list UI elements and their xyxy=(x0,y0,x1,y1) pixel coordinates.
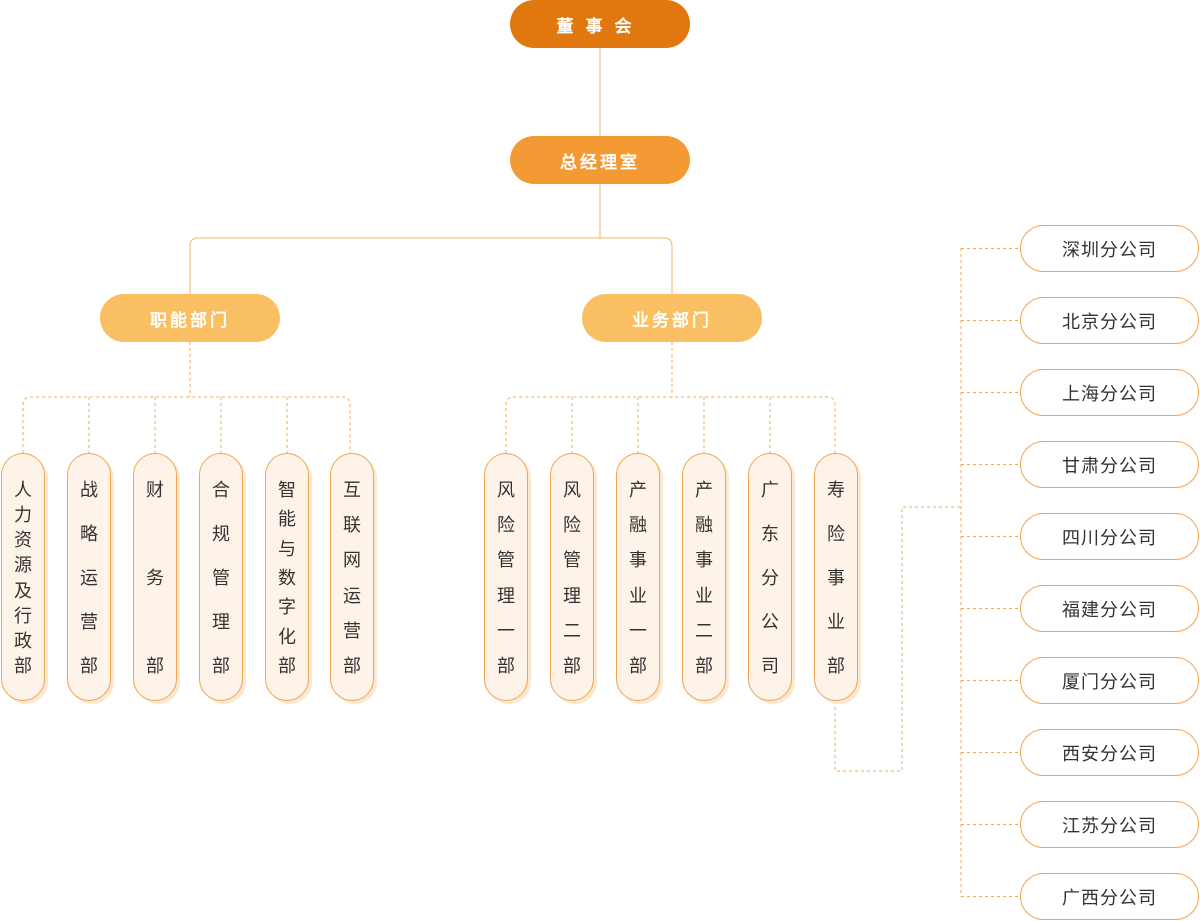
department-label: 风险管理一部 xyxy=(497,480,515,677)
functional-departments-node: 职能部门 xyxy=(100,294,280,342)
business-department-box: 风险管理一部 xyxy=(484,453,528,701)
branch-office-node: 北京分公司 xyxy=(1020,297,1199,344)
branch-office-node: 福建分公司 xyxy=(1020,585,1199,632)
department-label: 产融事业一部 xyxy=(629,480,647,677)
branch-office-node: 深圳分公司 xyxy=(1020,225,1199,272)
functional-department-box: 财务部 xyxy=(133,453,177,701)
branch-office-node: 甘肃分公司 xyxy=(1020,441,1199,488)
functional-department-box: 人力资源及行政部 xyxy=(1,453,45,701)
functional-department-box: 智能与数字化部 xyxy=(265,453,309,701)
business-department-box: 寿险事业部 xyxy=(814,453,858,701)
department-label: 风险管理二部 xyxy=(563,480,581,677)
department-label: 合规管理部 xyxy=(212,480,230,677)
functional-department-box: 战略运营部 xyxy=(67,453,111,701)
business-department-box: 产融事业一部 xyxy=(616,453,660,701)
department-label: 寿险事业部 xyxy=(827,480,845,677)
department-label: 互联网运营部 xyxy=(343,480,361,677)
branch-office-node: 上海分公司 xyxy=(1020,369,1199,416)
board-node: 董事会 xyxy=(510,0,690,48)
business-department-box: 广东分公司 xyxy=(748,453,792,701)
branch-office-node: 西安分公司 xyxy=(1020,729,1199,776)
functional-department-box: 合规管理部 xyxy=(199,453,243,701)
general-office-node: 总经理室 xyxy=(510,136,690,184)
department-label: 智能与数字化部 xyxy=(278,480,296,677)
branch-office-node: 广西分公司 xyxy=(1020,873,1199,920)
department-label: 财务部 xyxy=(146,480,164,677)
branch-office-node: 江苏分公司 xyxy=(1020,801,1199,848)
functional-department-box: 互联网运营部 xyxy=(330,453,374,701)
business-department-box: 风险管理二部 xyxy=(550,453,594,701)
department-label: 战略运营部 xyxy=(80,480,98,677)
business-departments-node: 业务部门 xyxy=(582,294,762,342)
department-label: 产融事业二部 xyxy=(695,480,713,677)
department-label: 广东分公司 xyxy=(761,480,779,677)
business-department-box: 产融事业二部 xyxy=(682,453,726,701)
department-label: 人力资源及行政部 xyxy=(14,480,32,677)
branch-office-node: 厦门分公司 xyxy=(1020,657,1199,704)
branch-office-node: 四川分公司 xyxy=(1020,513,1199,560)
